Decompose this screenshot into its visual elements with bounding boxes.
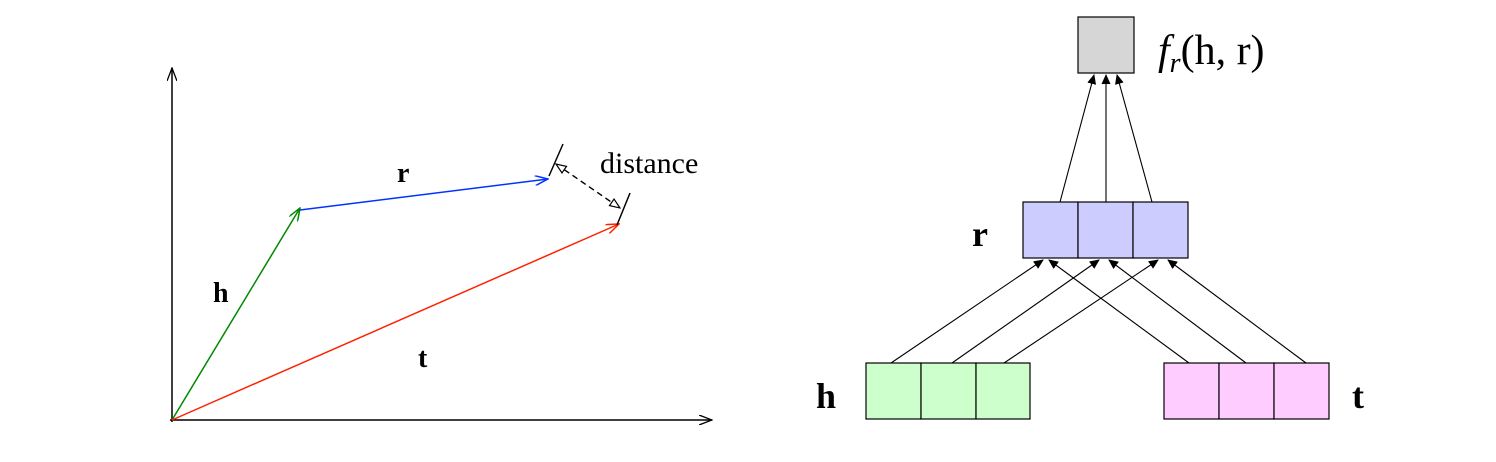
scoring-network-diagram: fr(h, r)	[816, 16, 1364, 420]
t-label: t	[418, 343, 428, 374]
t-embedding-label: t	[1352, 376, 1364, 416]
r-vector	[299, 179, 548, 211]
h-to-r-arrows	[890, 259, 1159, 364]
distance-arrow	[556, 164, 620, 208]
t-vector-cells	[1163, 362, 1330, 420]
r-vector-cells	[1022, 201, 1189, 259]
r-embedding-label: r	[972, 214, 988, 254]
t-endpoint-tick	[616, 192, 631, 226]
distance-label: distance	[600, 147, 698, 180]
score-node	[1077, 16, 1135, 74]
t-to-r-arrows	[1048, 259, 1307, 364]
t-vector	[171, 224, 619, 421]
score-function-label: fr(h, r)	[1158, 28, 1265, 79]
r-label: r	[397, 158, 409, 189]
r-to-score-arrows	[1059, 74, 1153, 203]
h-vector	[171, 208, 300, 421]
h-embedding-label: h	[816, 376, 836, 416]
vector-space-diagram: r h t distance	[170, 68, 712, 422]
h-label: h	[213, 278, 229, 309]
h-vector-cells	[865, 362, 1031, 420]
h-plus-r-endpoint-tick	[548, 143, 564, 177]
